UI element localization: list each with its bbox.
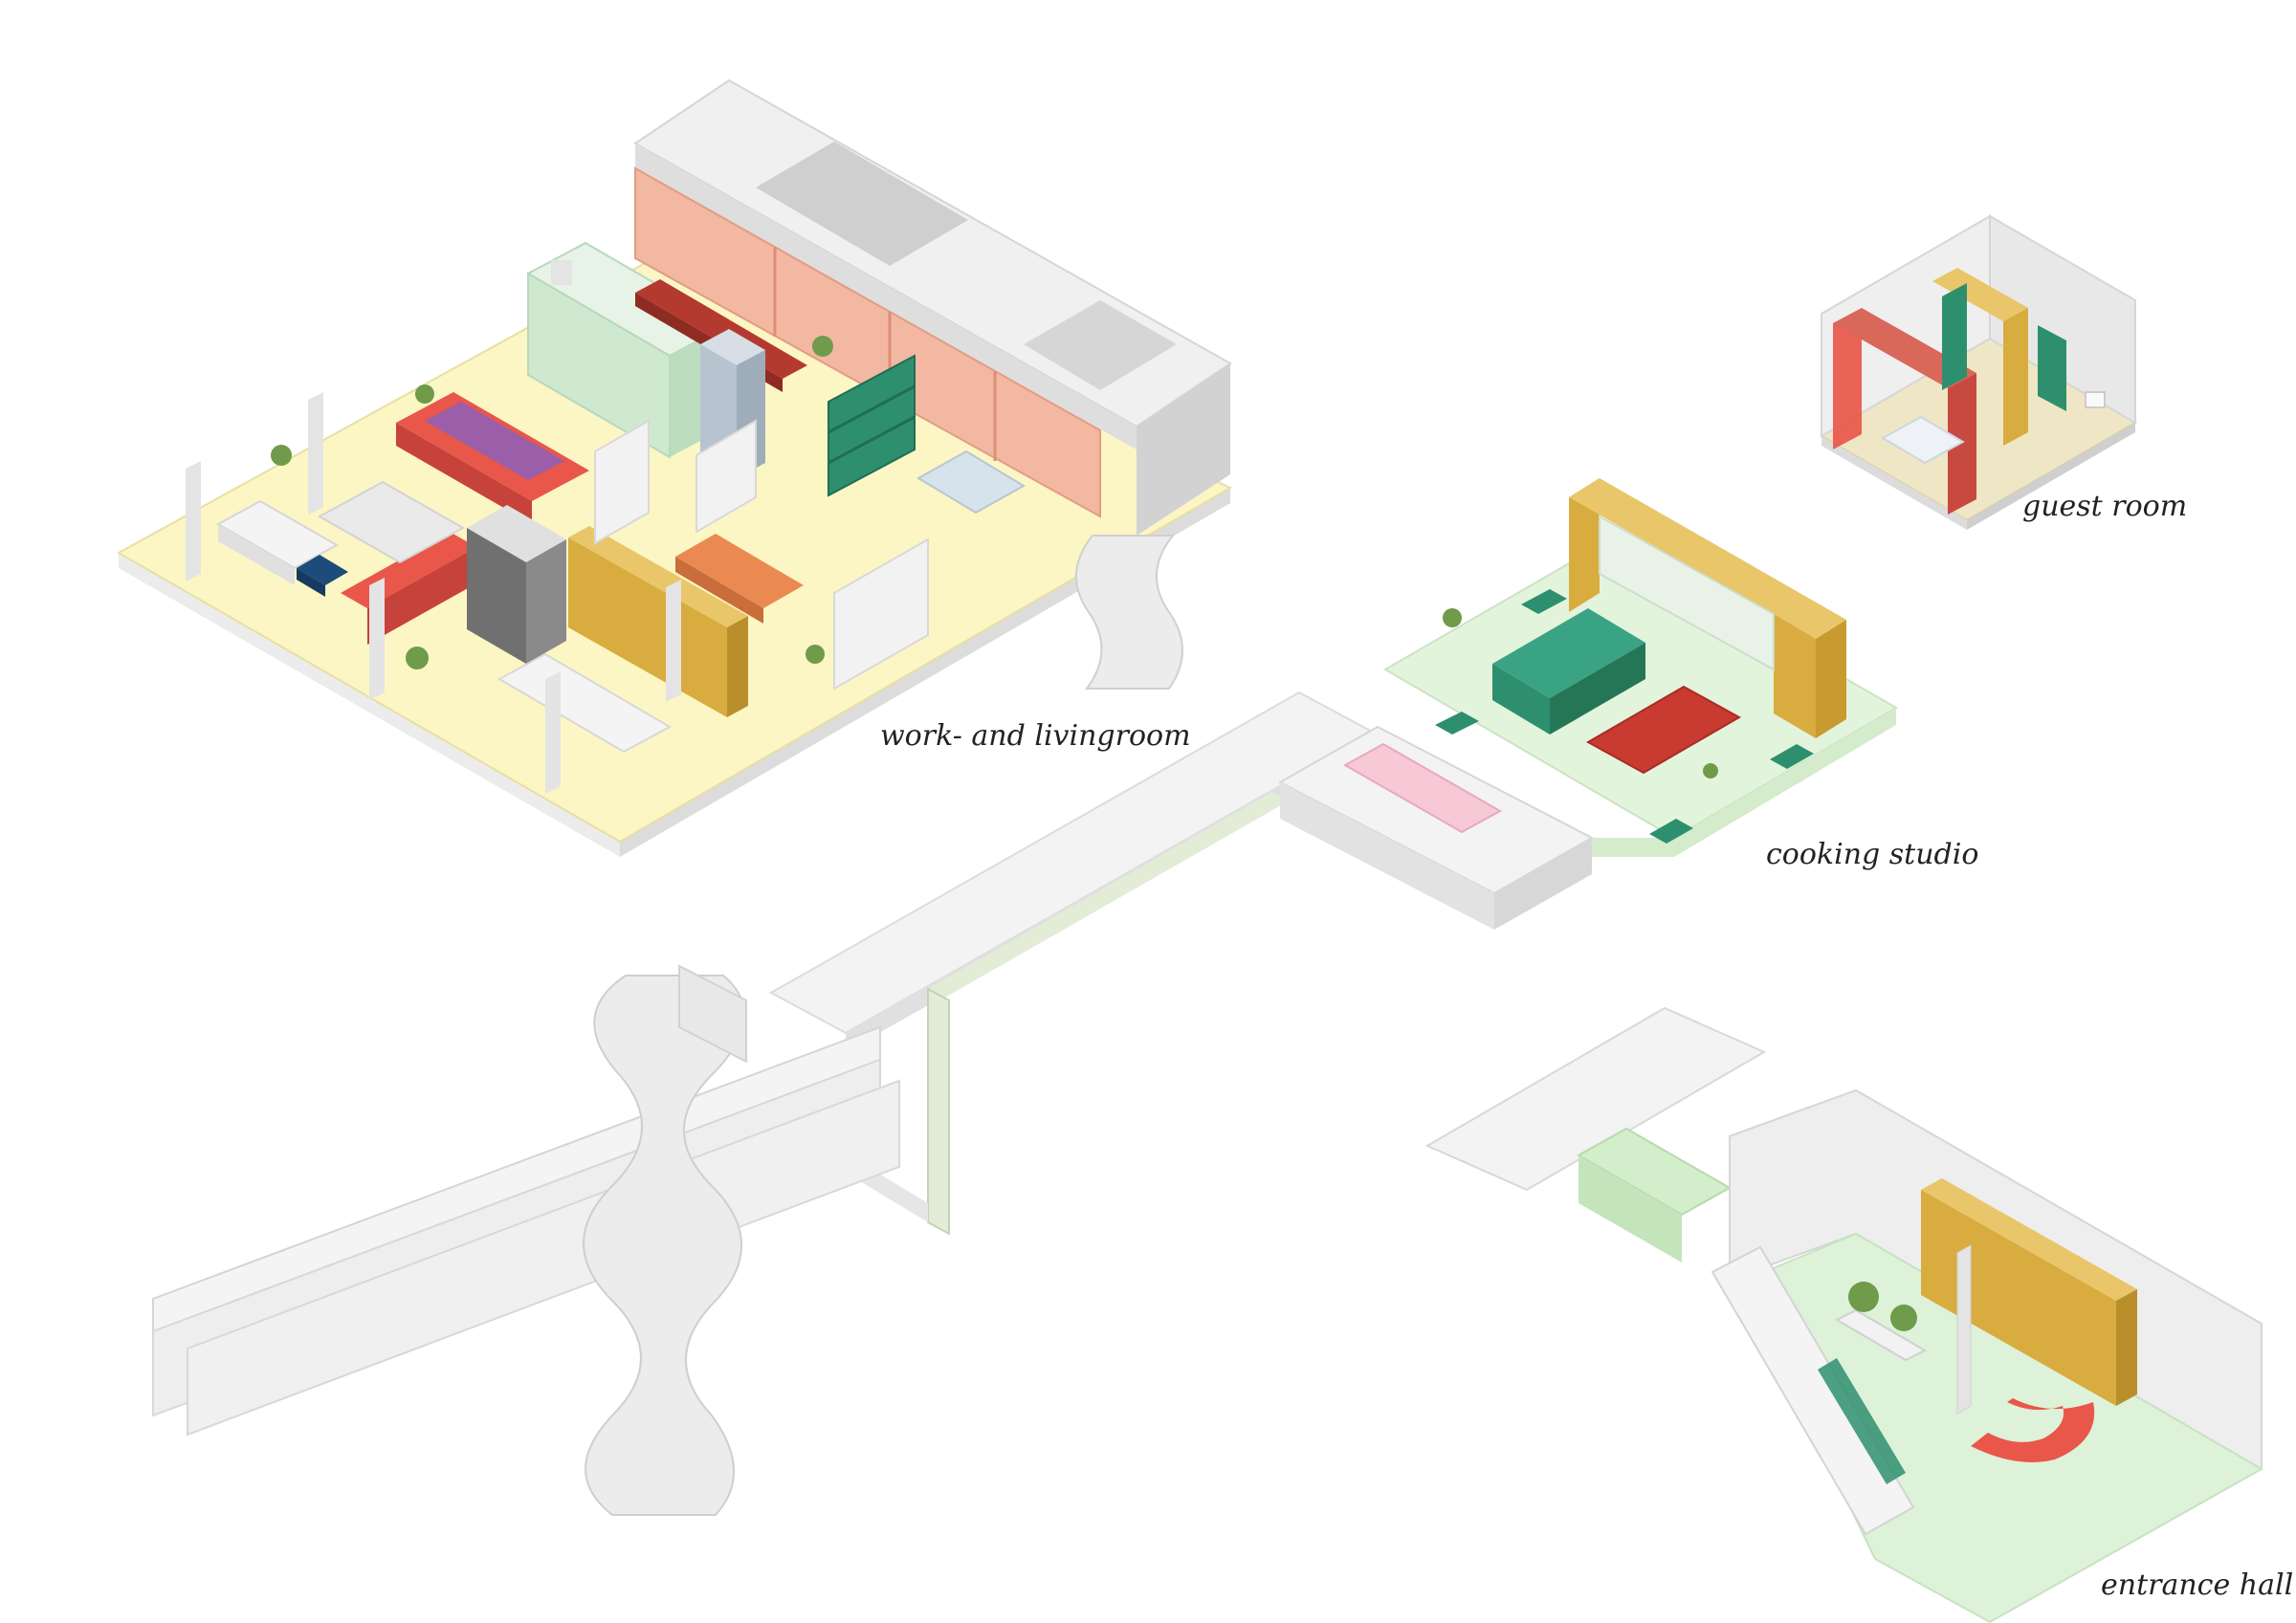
terrace-front: [1280, 782, 1494, 930]
entrance-hall: [1424, 1006, 2264, 1623]
cooking-mustard-front: [1569, 478, 1600, 612]
cooking-plant-2: [1703, 763, 1718, 779]
green-bench-3: [1770, 744, 1814, 769]
guest-yellow-post: [2003, 308, 2028, 446]
navy-ottoman-front: [297, 568, 325, 597]
green-bench-4: [1649, 819, 1693, 844]
purple-seats: [425, 402, 564, 480]
work-slab-left-side: [119, 553, 620, 857]
label-guest-room: guest room: [2022, 490, 2188, 523]
mustard-wall-top: [568, 526, 748, 627]
teal-shelf-line-1: [828, 384, 916, 434]
work-spiral-stair: [1075, 535, 1183, 690]
guest-yellow-frame: [1932, 268, 2028, 321]
corridor-bridge: [152, 691, 1377, 1516]
plant-5: [415, 384, 434, 404]
guest-floor-front-left: [1821, 436, 1967, 530]
guest-sink: [2085, 391, 2106, 408]
teal-island-side: [1550, 643, 1645, 735]
work-livingroom: [116, 78, 1233, 857]
teal-shelf-unit: [828, 354, 916, 497]
column-2: [308, 392, 323, 515]
column-4: [545, 671, 561, 794]
work-back-wall-front: [635, 143, 1137, 450]
teal-island-top: [1492, 608, 1645, 698]
work-back-wall-end: [1137, 363, 1230, 536]
cooking-studio: [1277, 478, 1898, 930]
white-work-table: [497, 652, 673, 754]
entrance-plant-1: [1848, 1282, 1879, 1312]
green-bench-1: [1521, 589, 1567, 614]
column-5: [666, 580, 681, 702]
spiral-stair-top-block: [678, 964, 747, 1064]
grey-core-front: [467, 528, 526, 664]
entrance-walkway: [1424, 1006, 1767, 1192]
white-curtain-1: [594, 419, 650, 545]
plant-3: [812, 336, 833, 357]
spiral-stair-tower: [583, 975, 745, 1516]
mustard-wall-side: [727, 616, 748, 717]
red-sofa-front: [396, 423, 532, 524]
pink-dining-table: [1342, 742, 1503, 834]
kitchen-column: [551, 260, 572, 285]
entrance-mustard-front: [1921, 1190, 2116, 1406]
entrance-lift-front: [1578, 1155, 1682, 1262]
mustard-wall-front: [568, 537, 727, 717]
red-curved-bench: [1971, 1398, 2095, 1462]
guest-floor-front-right: [1967, 423, 2135, 530]
white-sofa-front: [218, 524, 295, 585]
label-entrance-hall: entrance hall: [2101, 1568, 2294, 1602]
entrance-stair-railing: [1818, 1358, 1906, 1484]
pink-curtain-wall: [634, 166, 1101, 518]
cooking-floor-front: [1592, 708, 1896, 857]
walkway-planter: [928, 792, 1288, 998]
guest-red-frame-top: [1833, 308, 1976, 388]
entrance-stairs: [1711, 1245, 1915, 1536]
ping-pong-table: [916, 450, 1026, 515]
guest-teal-panel-2: [2038, 325, 2066, 411]
entrance-mustard-top: [1921, 1178, 2137, 1301]
grey-core-side: [526, 539, 566, 664]
teal-island-front: [1492, 664, 1550, 735]
planter-wall: [927, 987, 950, 1236]
living-rug: [317, 480, 466, 564]
orange-sofa-front: [675, 557, 763, 624]
navy-ottoman: [297, 555, 348, 585]
guest-room: [1820, 214, 2137, 530]
terrace-side: [1494, 838, 1592, 930]
guest-red-frame-right: [1948, 373, 1976, 515]
column-1: [186, 461, 201, 581]
plant-1: [271, 445, 292, 466]
cooking-mustard-side: [1816, 620, 1846, 738]
guest-teal-panel-1: [1942, 283, 1967, 390]
column-3: [369, 578, 385, 700]
work-courtyard-void-1: [756, 142, 968, 266]
cooking-mustard-wall: [1774, 614, 1816, 738]
blue-grey-cabinet-top: [700, 329, 765, 365]
entrance-planter: [1834, 1308, 1928, 1362]
red-shelf-front: [367, 547, 476, 645]
white-curtain-3: [833, 537, 929, 691]
plant-2: [406, 647, 429, 669]
label-cooking-studio: cooking studio: [1766, 838, 1979, 871]
entrance-plant-2: [1890, 1305, 1917, 1331]
work-courtyard-void-2: [1024, 300, 1177, 390]
cooking-back-cabinets: [1599, 515, 1775, 671]
red-long-table: [1585, 685, 1742, 775]
label-work-livingroom: work- and livingroom: [880, 719, 1191, 753]
orange-sofa: [675, 534, 804, 608]
guest-red-frame-left: [1833, 308, 1862, 450]
cooking-mustard-top: [1569, 478, 1846, 639]
teal-shelf-line-2: [828, 415, 916, 465]
plant-4: [806, 645, 825, 664]
entrance-mustard-side: [2116, 1289, 2137, 1406]
grey-core-top: [467, 505, 566, 562]
cooking-plant-1: [1443, 608, 1462, 627]
green-bench-2: [1435, 712, 1479, 735]
guest-bed: [1880, 415, 1966, 465]
entrance-column: [1956, 1244, 1972, 1415]
white-curtain-2: [695, 419, 757, 534]
